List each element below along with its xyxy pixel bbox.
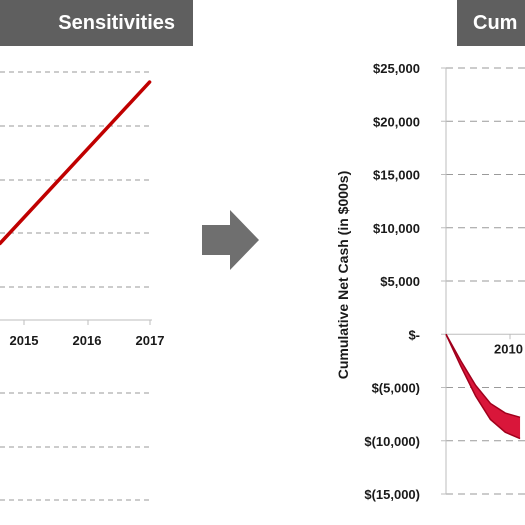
left-chart-title: Sensitivities (58, 12, 175, 34)
left-x-tick-label: 2016 (73, 333, 102, 348)
left-series (0, 80, 152, 246)
right-series-lower-line-0 (445, 333, 521, 440)
right-y-tick-label: $20,000 (373, 114, 420, 129)
left-chart-banner: Sensitivities (0, 0, 193, 46)
left-x-tick-label: 2015 (10, 333, 39, 348)
right-y-tick-label: $15,000 (373, 168, 420, 183)
right-y-tick-label: $(15,000) (364, 487, 420, 502)
right-y-tick-label: $25,000 (373, 61, 420, 76)
right-x-tick-labels: 2010 (494, 341, 523, 356)
left-x-tick-labels: 2015 2016 2017 (10, 333, 165, 348)
right-y-tick-label: $10,000 (373, 221, 420, 236)
left-series-line-0 (0, 80, 152, 246)
right-chart-title: Cum (473, 12, 518, 34)
left-gridlines (0, 71, 152, 501)
left-chart: 2015 2016 2017 (0, 71, 165, 501)
right-axes (441, 67, 525, 495)
left-x-axis (0, 319, 152, 325)
right-y-tick-labels: $25,000 $20,000 $15,000 $10,000 $5,000 $- $(5,… (364, 61, 420, 502)
right-series (445, 333, 521, 440)
right-chart-banner: Cum (457, 0, 525, 46)
right-gridlines (446, 67, 525, 495)
right-x-tick-label: 2010 (494, 341, 523, 356)
right-arrow-icon (202, 210, 259, 270)
right-y-tick-label: $(5,000) (372, 381, 420, 396)
right-chart: $25,000 $20,000 $15,000 $10,000 $5,000 $- $(5,… (335, 61, 525, 502)
right-series-band-0 (446, 334, 521, 439)
right-y-tick-label: $(10,000) (364, 434, 420, 449)
right-y-tick-label: $5,000 (380, 274, 420, 289)
arrow-shape (202, 210, 259, 270)
right-y-tick-label: $- (408, 327, 420, 342)
right-y-axis-title: Cumulative Net Cash (in $000s) (335, 171, 351, 380)
left-x-tick-label: 2017 (136, 333, 165, 348)
right-series-upper-line-0 (445, 333, 521, 419)
